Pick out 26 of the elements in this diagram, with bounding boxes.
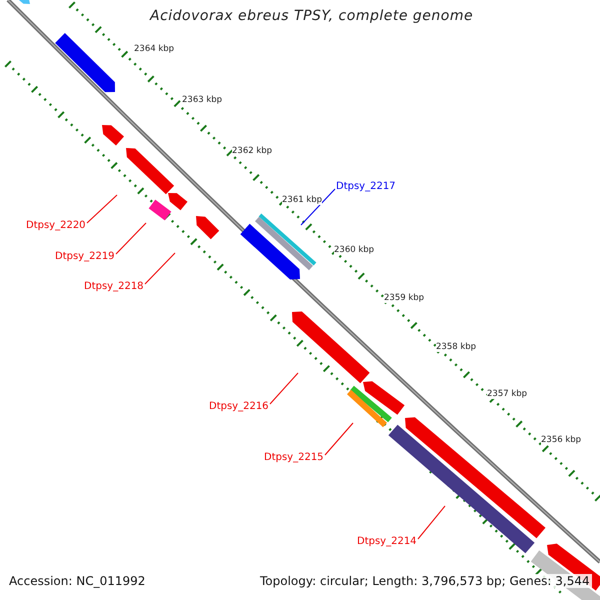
tick-label: 2364 kbp — [134, 44, 174, 54]
gene-label: Dtpsy_2219 — [55, 251, 115, 262]
tick-label: 2360 kbp — [334, 245, 374, 255]
leader-line — [144, 252, 176, 284]
leader-line — [270, 372, 298, 404]
leader-line — [418, 506, 446, 540]
leader-line — [300, 188, 336, 226]
gene-label: Dtpsy_2220 — [26, 220, 86, 231]
tick-label: 2356 kbp — [541, 435, 582, 445]
gene-label: Dtpsy_2214 — [357, 536, 417, 547]
gene-label: Dtpsy_2218 — [84, 281, 144, 292]
tick-label: 2358 kbp — [436, 342, 476, 352]
tick-label: 2361 kbp — [282, 195, 322, 205]
leader-line — [116, 222, 146, 254]
tick-label: 2362 kbp — [232, 146, 272, 156]
leader-line — [324, 422, 354, 456]
map-title: Acidovorax ebreus TPSY, complete genome — [150, 8, 474, 24]
gene-label: Dtpsy_2215 — [264, 452, 324, 463]
leader-line — [86, 194, 118, 224]
footer-text: Accession: NC_011992 — [7, 574, 148, 588]
gene-label: Dtpsy_2217 — [336, 181, 396, 192]
tick-label: 2357 kbp — [487, 389, 528, 399]
tick-label: 2359 kbp — [384, 293, 424, 303]
tick-label: 2363 kbp — [182, 95, 222, 105]
gene-label: Dtpsy_2216 — [209, 401, 269, 412]
footer-text: Topology: circular; Length: 3,796,573 bp; Genes: 3,544 — [258, 574, 592, 588]
